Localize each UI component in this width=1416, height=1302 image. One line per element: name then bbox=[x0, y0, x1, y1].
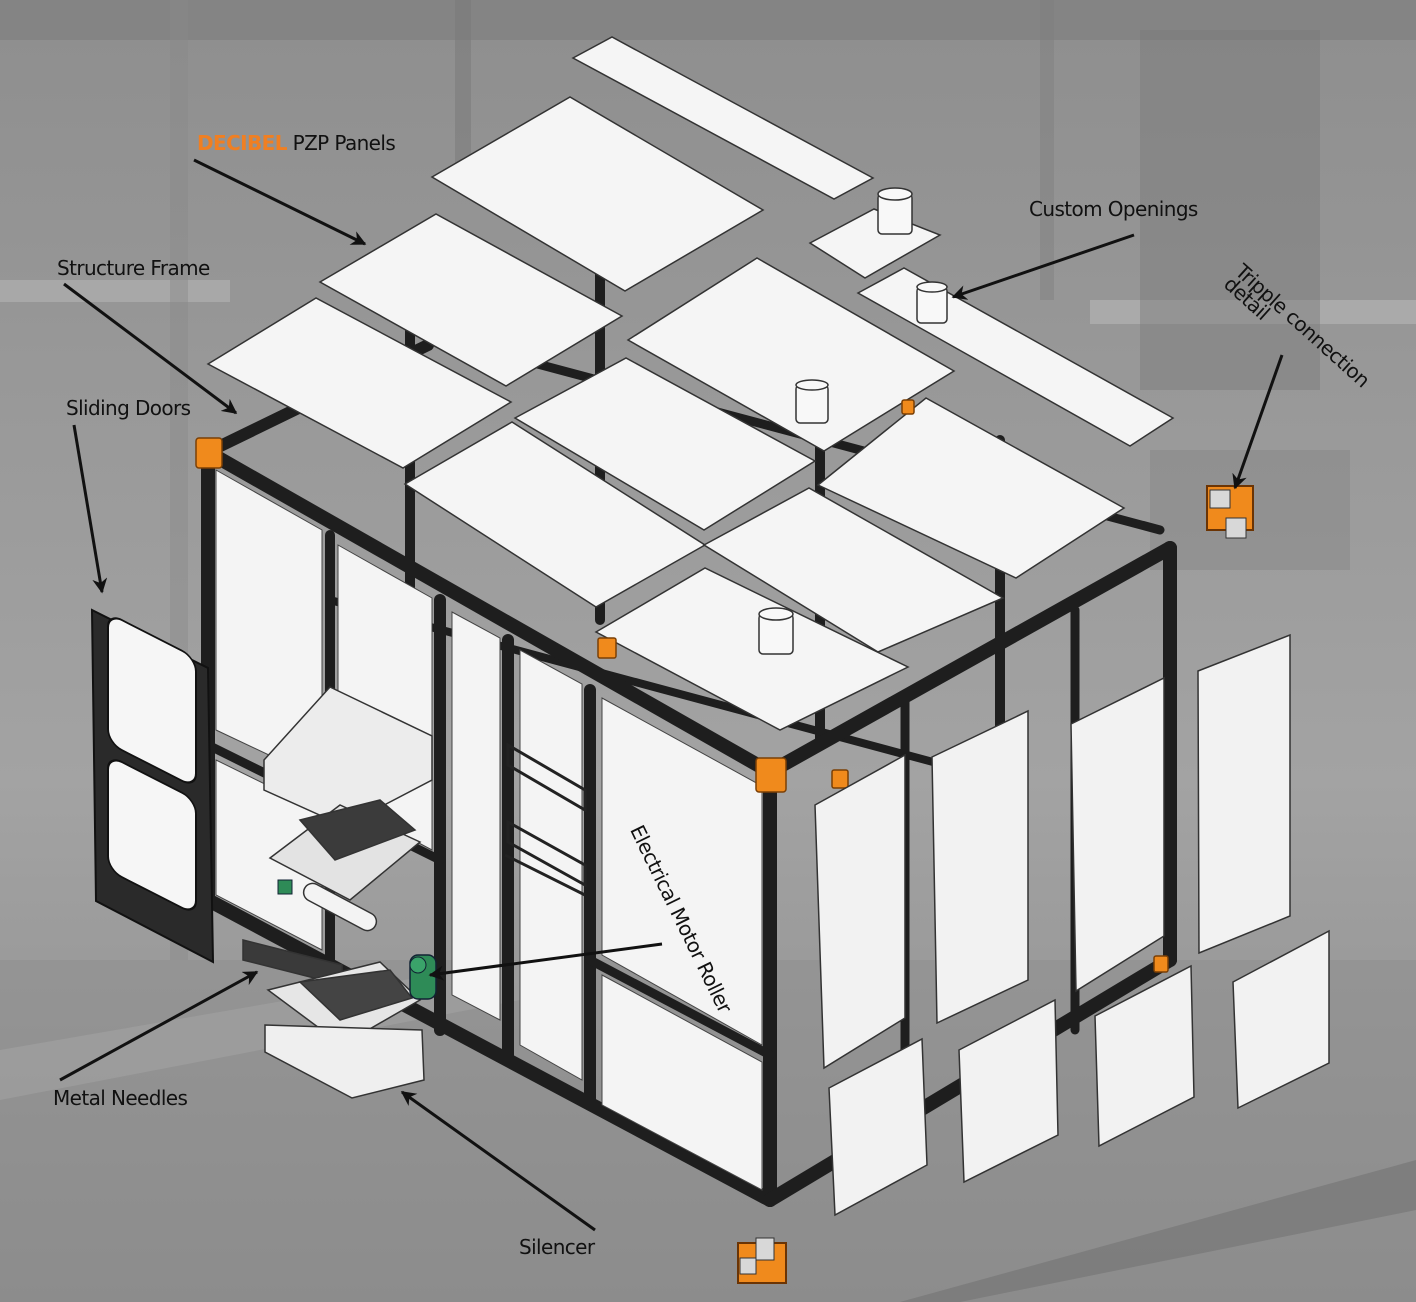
label-metal-needles: Metal Needles bbox=[53, 1086, 188, 1110]
arrow-metal-needles bbox=[59, 970, 259, 1082]
label-panels-text: PZP Panels bbox=[292, 131, 396, 155]
label-structure-frame: Structure Frame bbox=[57, 256, 210, 280]
label-silencer: Silencer bbox=[519, 1235, 595, 1259]
tripple-connection-detail bbox=[1206, 485, 1254, 539]
corner-connectors bbox=[195, 399, 1169, 973]
label-custom-openings: Custom Openings bbox=[1029, 197, 1198, 221]
silencer-assembly bbox=[242, 686, 433, 1099]
sliding-door bbox=[90, 608, 215, 964]
label-panels: DECIBEL PZP Panels bbox=[197, 131, 396, 155]
label-sliding-doors: Sliding Doors bbox=[66, 396, 191, 420]
brand-decibel: DECIBEL bbox=[197, 131, 287, 155]
side-wall-panels bbox=[814, 633, 1330, 1217]
arrow-panels bbox=[193, 158, 367, 246]
door-handle-frame bbox=[504, 742, 587, 897]
roof-panels bbox=[206, 36, 1175, 731]
arrow-tripple-connection bbox=[1232, 354, 1284, 490]
arrow-structure-frame bbox=[63, 282, 238, 415]
bottom-connection-detail bbox=[737, 1237, 787, 1284]
arrow-custom-openings bbox=[951, 233, 1135, 300]
arrow-silencer bbox=[400, 1090, 596, 1232]
callout-arrows bbox=[59, 158, 1284, 1232]
custom-opening-cylinders bbox=[758, 187, 948, 655]
arrow-sliding-doors bbox=[72, 424, 108, 594]
arrow-motor-roller bbox=[428, 942, 663, 981]
